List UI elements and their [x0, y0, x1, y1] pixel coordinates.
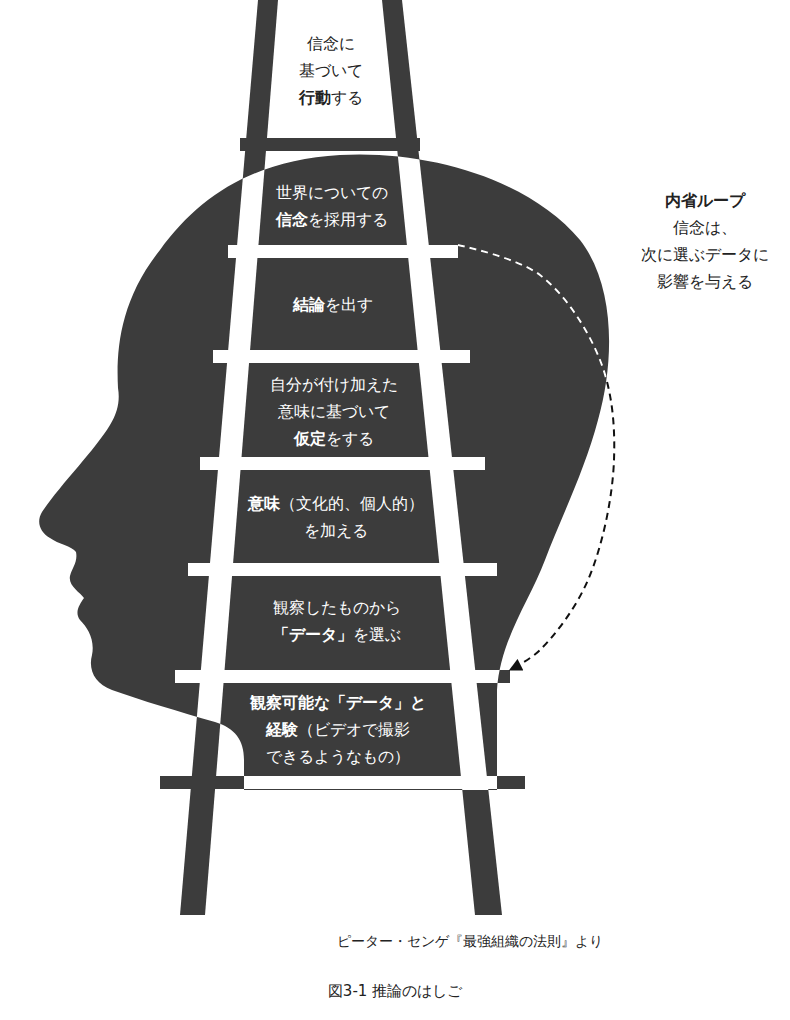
text-run: 経験: [266, 720, 298, 739]
text-run: を選ぶ: [353, 625, 401, 644]
text-run: 信念: [276, 210, 308, 229]
ladder-step: 結論を出す: [213, 258, 470, 350]
step-text: 結論を出す: [289, 291, 379, 318]
ladder-step: 観察したものから 「データ」を選ぶ: [175, 576, 510, 670]
step-text: 意味（文化的、個人的） を加える: [243, 490, 429, 544]
dashed-loop-line-inside-head: [458, 245, 614, 670]
text-run: する: [331, 88, 363, 107]
ladder-step: 信念に 基づいて 行動する: [240, 0, 420, 138]
step-text: 自分が付け加えた 意味に基づいて 仮定をする: [266, 371, 404, 452]
loop-note: 信念は、 次に選ぶデータに 影響を与える: [636, 214, 774, 295]
text-run: 仮定: [294, 429, 326, 448]
ladder-step: 観察可能な「データ」と 経験（ビデオで撮影 できるようなもの）: [160, 683, 525, 776]
feedback-arrow: [458, 245, 614, 670]
step-text: 信念に 基づいて 行動する: [294, 30, 368, 111]
step-text: 観察可能な「データ」と 経験（ビデオで撮影 できるようなもの）: [245, 689, 431, 770]
text-run: 観察可能な「データ」と: [250, 693, 426, 712]
source-note: ピーター・センゲ『最強組織の法則』より: [337, 931, 603, 951]
text-run: を出す: [325, 295, 373, 314]
step-text: 観察したものから 「データ」を選ぶ: [268, 594, 406, 648]
text-run: 「データ」: [273, 625, 353, 644]
text-run: 結論: [293, 295, 325, 314]
text-run: 世界についての: [276, 183, 388, 202]
ladder-inside-head: [160, 0, 525, 915]
text-run: を採用する: [308, 210, 388, 229]
ladder-dark: [160, 0, 525, 915]
text-run: をする: [326, 429, 374, 448]
text-run: 意味: [248, 494, 280, 513]
text-run: 行動: [299, 88, 331, 107]
text-run: 自分が付け加えた 意味に基づいて: [270, 375, 398, 421]
step-text: 世界についての 信念を採用する: [271, 179, 393, 233]
ladder-light: [160, 0, 525, 915]
ladder-step: 意味（文化的、個人的） を加える: [188, 470, 497, 563]
text-run: （文化的、個人的） を加える: [280, 494, 424, 540]
ladder-step: 自分が付け加えた 意味に基づいて 仮定をする: [200, 363, 485, 457]
dashed-loop-line: [458, 245, 614, 670]
text-run: 観察したものから: [273, 598, 401, 617]
loop-heading: 内省ループ: [665, 187, 745, 214]
text-run: 信念に 基づいて: [299, 34, 363, 80]
figure-caption: 図3-1 推論のはしご: [328, 980, 462, 1002]
ladder-step: 世界についての 信念を採用する: [228, 151, 458, 245]
